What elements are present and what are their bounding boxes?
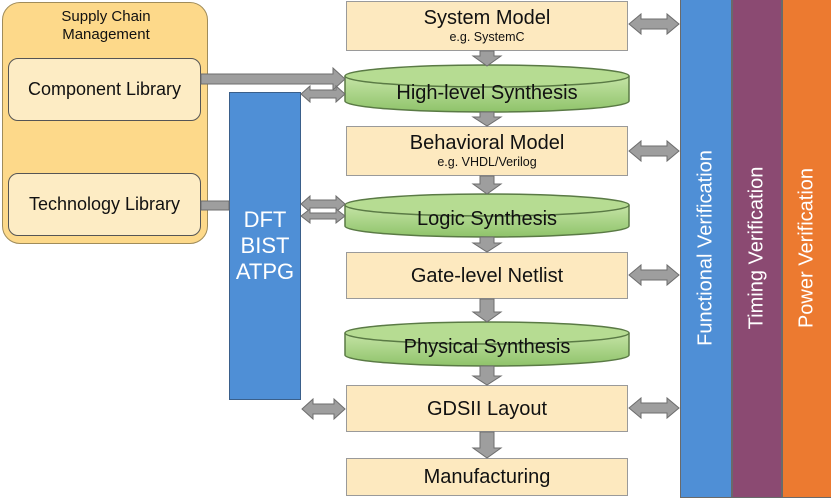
dft-logic-lower-arrow	[300, 207, 346, 225]
manufacturing-title: Manufacturing	[423, 466, 551, 488]
verification-connectors	[628, 12, 680, 420]
logic-synthesis-cylinder: Logic Synthesis	[344, 193, 630, 238]
physical-synthesis-label: Physical Synthesis	[404, 336, 571, 358]
component-library-arrow	[200, 66, 346, 92]
functional-verification-label: Functional Verification	[694, 150, 717, 346]
power-verification-label: Power Verification	[795, 167, 818, 329]
down-arrow	[471, 298, 503, 323]
high-level-synthesis-cylinder: High-level Synthesis	[344, 64, 630, 113]
behavioral-model-box: Behavioral Model e.g. VHDL/Verilog	[346, 126, 628, 176]
down-arrow	[471, 431, 503, 459]
dft-logic-upper-arrow	[300, 194, 346, 214]
high-level-synthesis-label: High-level Synthesis	[396, 82, 577, 104]
down-arrow	[471, 50, 503, 67]
functional-verification-bar: Functional Verification	[680, 0, 732, 498]
bist-label: BIST	[240, 233, 290, 258]
behavioral-model-subtitle: e.g. VHDL/Verilog	[437, 155, 537, 169]
gdsii-layout-title: GDSII Layout	[426, 397, 548, 420]
logic-synthesis-label: Logic Synthesis	[417, 208, 557, 230]
dft-high-level-arrow	[300, 84, 346, 104]
dft-bist-atpg-block: DFT BIST ATPG	[229, 92, 301, 400]
behavioral-model-verification-arrow	[628, 139, 680, 163]
system-model-title: System Model	[423, 7, 551, 29]
timing-verification-label: Timing Verification	[745, 166, 768, 330]
down-arrow	[471, 236, 503, 253]
gate-level-netlist-title: Gate-level Netlist	[410, 264, 564, 287]
behavioral-model-title: Behavioral Model	[409, 132, 565, 154]
power-verification-bar: Power Verification	[782, 0, 831, 498]
physical-synthesis-cylinder: Physical Synthesis	[344, 321, 630, 367]
dft-connectors	[300, 84, 346, 421]
down-arrow	[471, 175, 503, 195]
manufacturing-box: Manufacturing	[346, 458, 628, 496]
dft-gdsii-arrow	[301, 397, 346, 421]
technology-library: Technology Library	[8, 173, 201, 236]
component-library: Component Library	[8, 58, 201, 121]
netlist-verification-arrow	[628, 263, 680, 287]
down-arrow	[471, 111, 503, 127]
down-arrow	[471, 365, 503, 386]
gate-level-netlist-box: Gate-level Netlist	[346, 252, 628, 299]
dft-label: DFT	[243, 207, 287, 232]
timing-verification-bar: Timing Verification	[732, 0, 782, 498]
system-model-verification-arrow	[628, 12, 680, 36]
system-model-box: System Model e.g. SystemC	[346, 1, 628, 51]
atpg-label: ATPG	[235, 259, 295, 284]
gdsii-verification-arrow	[628, 396, 680, 420]
supply-chain-title: Supply Chain Management	[61, 8, 151, 43]
gdsii-layout-box: GDSII Layout	[346, 385, 628, 432]
system-model-subtitle: e.g. SystemC	[449, 30, 525, 44]
